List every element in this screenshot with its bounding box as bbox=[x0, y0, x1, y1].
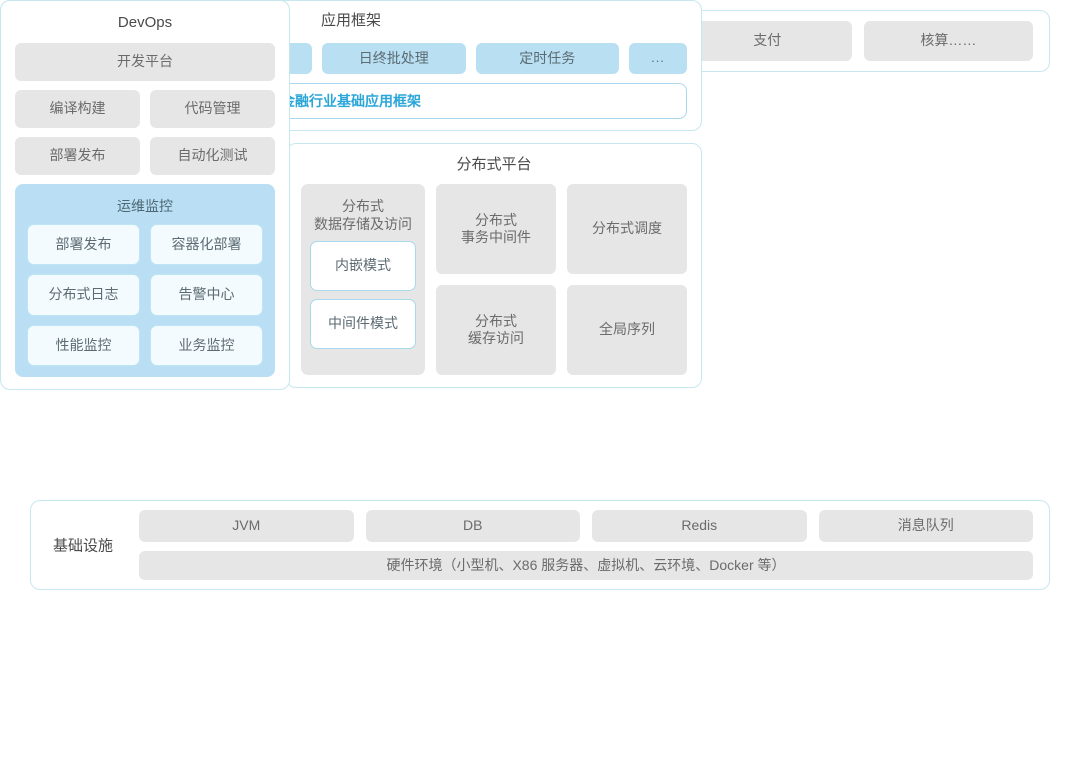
infra-hardware-environment[interactable]: 硬件环境（小型机、X86 服务器、虚拟机、云环境、Docker 等） bbox=[139, 551, 1033, 580]
dist-cell-global-sequence[interactable]: 全局序列 bbox=[567, 285, 687, 375]
infra-chip-jvm[interactable]: JVM bbox=[139, 510, 354, 542]
app-chip-eod-batch[interactable]: 日终批处理 bbox=[322, 43, 466, 74]
infrastructure-content: JVM DB Redis 消息队列 硬件环境（小型机、X86 服务器、虚拟机、云… bbox=[139, 510, 1033, 580]
devops-inner: 开发平台 编译构建 代码管理 部署发布 自动化测试 运维监控 部署发布 容器化部… bbox=[15, 43, 275, 377]
distributed-platform-title: 分布式平台 bbox=[456, 156, 532, 173]
application-framework-title: 应用框架 bbox=[320, 12, 381, 29]
dist-cell-cache-access-text: 分布式缓存访问 bbox=[468, 312, 524, 347]
ops-monitoring-grid: 部署发布 容器化部署 分布式日志 告警中心 性能监控 业务监控 bbox=[27, 224, 263, 366]
dist-cell-transaction-middleware-text: 分布式事务中间件 bbox=[461, 211, 531, 246]
ops-item-alert-center[interactable]: 告警中心 bbox=[150, 274, 263, 316]
devops-item-compile-build[interactable]: 编译构建 bbox=[15, 90, 140, 128]
infra-chip-message-queue[interactable]: 消息队列 bbox=[818, 510, 1033, 542]
devops-title: DevOps bbox=[117, 14, 173, 31]
distributed-body: 分布式 数据存储及访问 内嵌模式 中间件模式 分布式事务中间件 分布式调度 bbox=[301, 184, 687, 375]
distributed-data-storage-title-line1: 分布式 bbox=[342, 198, 384, 214]
ops-item-business-monitor[interactable]: 业务监控 bbox=[150, 324, 263, 366]
distributed-data-storage-card[interactable]: 分布式 数据存储及访问 内嵌模式 中间件模式 bbox=[301, 184, 425, 375]
business-chip-accounting[interactable]: 核算…… bbox=[863, 21, 1034, 61]
devops-item-code-management[interactable]: 代码管理 bbox=[150, 90, 275, 128]
infrastructure-panel: 基础设施 JVM DB Redis 消息队列 硬件环境（小型机、X86 服务器、… bbox=[30, 500, 1050, 590]
ops-item-container-deploy[interactable]: 容器化部署 bbox=[150, 224, 263, 266]
distributed-data-storage-title: 分布式 数据存储及访问 bbox=[310, 198, 416, 233]
infrastructure-chip-list: JVM DB Redis 消息队列 bbox=[139, 510, 1033, 542]
devops-panel: DevOps 开发平台 编译构建 代码管理 部署发布 自动化测试 运维监控 部署… bbox=[0, 0, 290, 390]
distributed-platform-panel: 分布式平台 分布式 数据存储及访问 内嵌模式 中间件模式 分布式事务中间件 bbox=[286, 143, 702, 388]
ops-item-distributed-log[interactable]: 分布式日志 bbox=[27, 274, 140, 316]
devops-pair-build: 编译构建 代码管理 bbox=[15, 90, 275, 128]
devops-item-deploy-release[interactable]: 部署发布 bbox=[15, 137, 140, 175]
ops-monitoring-title: 运维监控 bbox=[117, 198, 173, 214]
dist-mode-embedded[interactable]: 内嵌模式 bbox=[310, 241, 416, 291]
devops-item-automated-test[interactable]: 自动化测试 bbox=[150, 137, 275, 175]
distributed-cell-grid: 分布式事务中间件 分布式调度 分布式缓存访问 全局序列 bbox=[436, 184, 687, 375]
app-chip-more[interactable]: ... bbox=[629, 43, 687, 74]
ops-monitoring-panel: 运维监控 部署发布 容器化部署 分布式日志 告警中心 性能监控 业务监控 bbox=[15, 184, 275, 377]
architecture-diagram: 业务系统 客户 存款 贷款 支付 核算…… 应用框架 日间联机 日间批量 日终批… bbox=[0, 0, 1050, 590]
infra-chip-redis[interactable]: Redis bbox=[592, 510, 807, 542]
infra-chip-db[interactable]: DB bbox=[365, 510, 580, 542]
ops-item-deploy-release[interactable]: 部署发布 bbox=[27, 224, 140, 266]
dist-cell-transaction-middleware[interactable]: 分布式事务中间件 bbox=[436, 184, 556, 274]
devops-item-dev-platform[interactable]: 开发平台 bbox=[15, 43, 275, 81]
dist-cell-scheduling[interactable]: 分布式调度 bbox=[567, 184, 687, 274]
app-chip-scheduled-task[interactable]: 定时任务 bbox=[475, 43, 619, 74]
distributed-data-storage-title-line2: 数据存储及访问 bbox=[314, 215, 412, 232]
business-chip-payment[interactable]: 支付 bbox=[682, 21, 852, 61]
ops-item-performance-monitor[interactable]: 性能监控 bbox=[27, 324, 140, 366]
dist-mode-middleware[interactable]: 中间件模式 bbox=[310, 299, 416, 349]
dist-cell-cache-access[interactable]: 分布式缓存访问 bbox=[436, 285, 556, 375]
devops-column: DevOps 开发平台 编译构建 代码管理 部署发布 自动化测试 运维监控 部署… bbox=[0, 0, 290, 778]
infrastructure-label: 基础设施 bbox=[53, 537, 114, 555]
devops-pair-deploy: 部署发布 自动化测试 bbox=[15, 137, 275, 175]
